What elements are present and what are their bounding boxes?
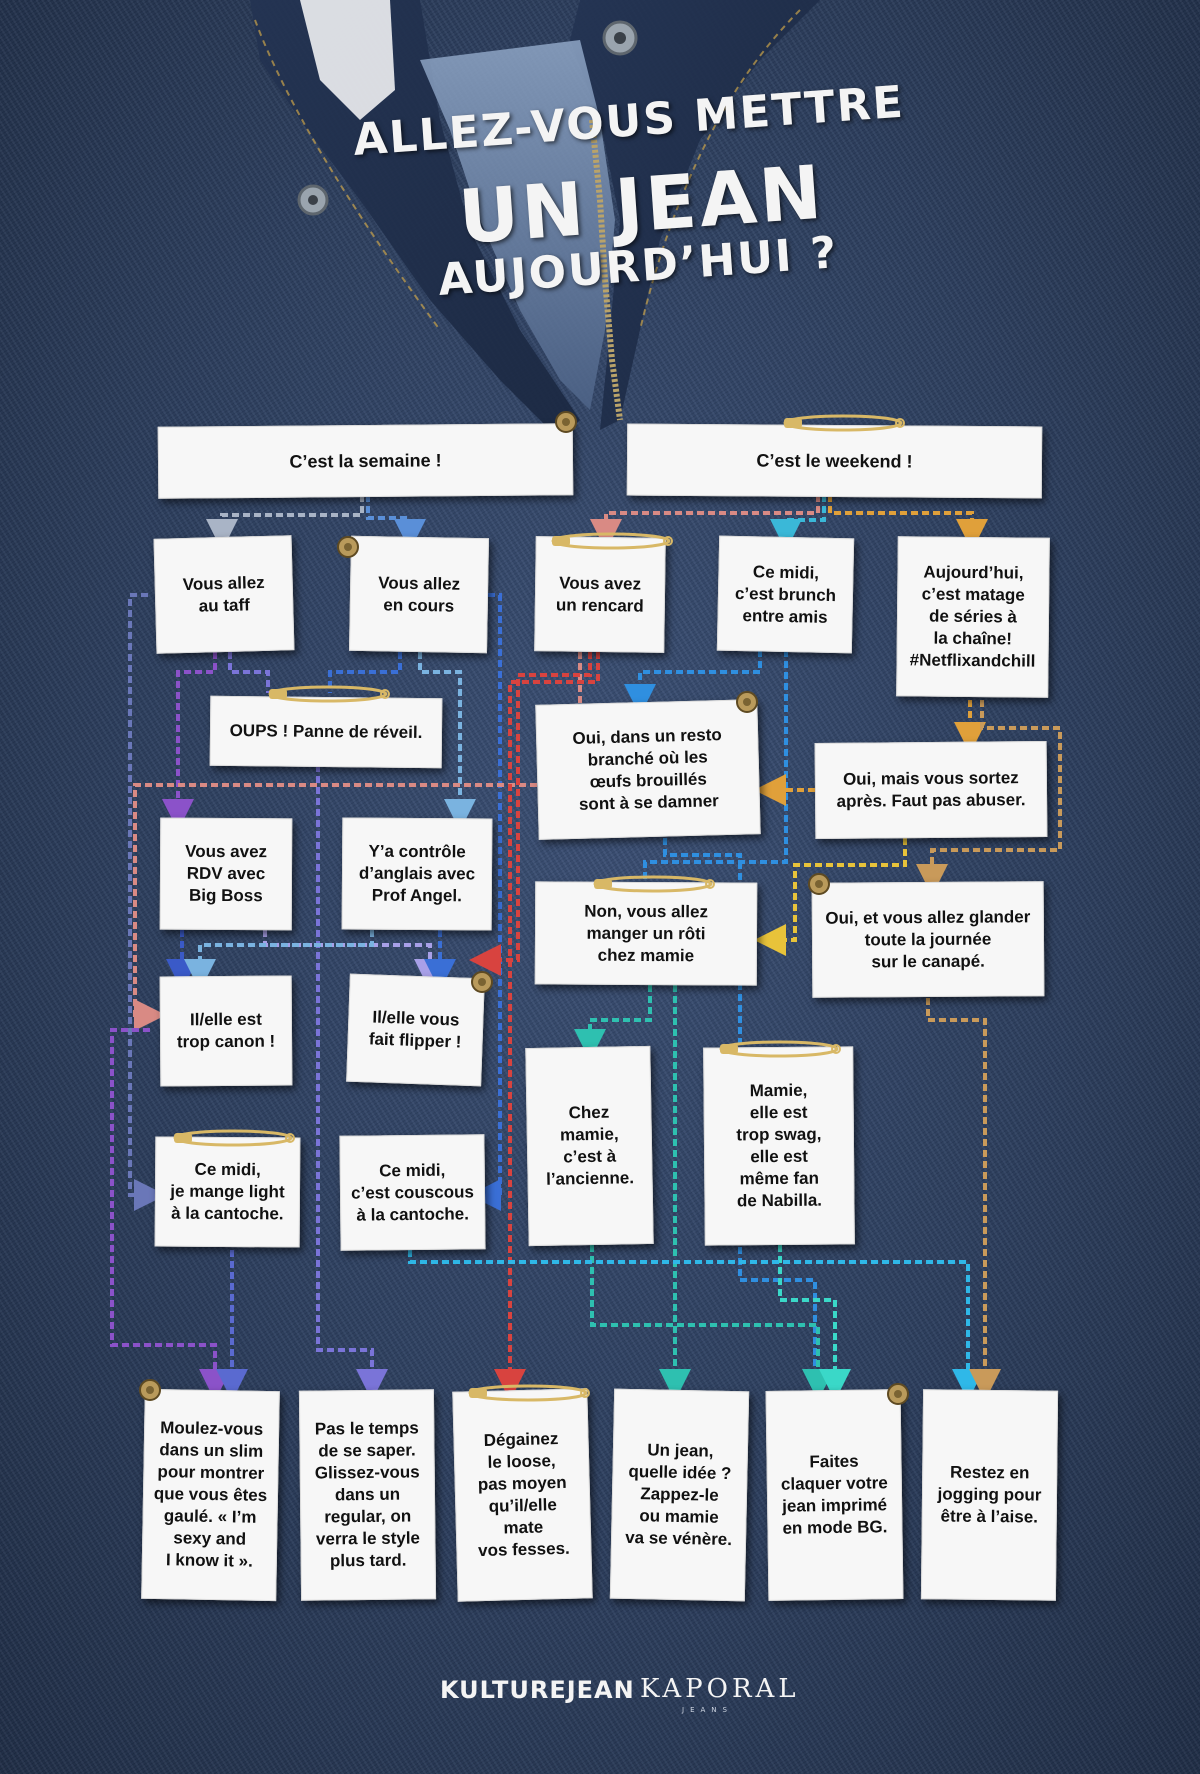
rivet-icon [555,411,577,433]
note-ancienne-text: Chez mamie, c’est à l’ancienne. [545,1102,635,1189]
outcome-loose-text: Dégainez le loose, pas moyen qu’il/elle … [477,1429,571,1561]
note-swag: Mamie, elle est trop swag, elle est même… [703,1046,855,1246]
kaporal-logo-subtitle: JEANS [682,1706,733,1714]
note-ancienne: Chez mamie, c’est à l’ancienne. [525,1045,654,1247]
connector-rencard-loose [494,652,600,1401]
note-brunch: Ce midi, c’est brunch entre amis [716,535,855,654]
note-controle-text: Y’a contrôle d’anglais avec Prof Angel. [358,841,476,906]
note-roti-text: Non, vous allez manger un rôti chez mami… [584,901,709,965]
note-brunch-text: Ce midi, c’est brunch entre amis [734,561,837,627]
connector-cours-panne [328,652,402,693]
outcome-regular: Pas le temps de se saper. Glissez-vous d… [298,1389,437,1601]
safety-pin-icon [468,1384,590,1402]
note-taff-text: Vous allez au taff [182,572,265,616]
note-couscous-text: Ce midi, c’est couscous à la cantoche. [350,1160,474,1225]
note-panne-text: OUPS ! Panne de réveil. [229,720,423,743]
note-canon-text: Il/elle est trop canon ! [176,1009,276,1052]
note-weekend: C’est le weekend ! [626,423,1043,499]
note-flipper-text: Il/elle vous fait flipper ! [368,1007,462,1052]
connector-series-glander [916,700,1062,896]
connector-panne-regular [316,765,388,1401]
note-rencard: Vous avez un rencard [534,536,666,653]
note-swag-text: Mamie, elle est trop swag, elle est même… [736,1080,823,1211]
outcome-zappez-text: Un jean, quelle idée ? Zappez-le ou mami… [624,1440,733,1550]
outcome-jogging-text: Restez en jogging pour être à l’aise. [937,1462,1042,1527]
outcome-jogging: Restez en jogging pour être à l’aise. [920,1389,1059,1601]
safety-pin-icon [593,875,715,893]
connector-ancienne-imprime [590,1245,834,1401]
rivet-icon [736,691,758,713]
connector-semaine-cours [366,495,426,551]
note-cours-text: Vous allez en cours [378,572,461,616]
connector-brunch-resto [624,650,762,716]
connector-weekend-rencard [590,495,820,551]
connector-brunch-roti [643,650,788,880]
outcome-regular-text: Pas le temps de se saper. Glissez-vous d… [314,1418,421,1571]
connector-taff-light [128,593,166,1211]
connector-weekend-brunch [770,495,826,551]
safety-pin-icon [173,1129,295,1147]
note-rdv-text: Vous avez RDV avec Big Boss [185,841,268,906]
note-series-text: Aujourd’hui, c’est matage de séries à la… [909,562,1036,671]
connector-glander-jogging [926,998,1001,1401]
kaporal-logo: KAPORAL [640,1674,800,1704]
connector-swag-imprime [778,1245,851,1401]
note-cours: Vous allez en cours [349,535,489,654]
note-rdv: Vous avez RDV avec Big Boss [159,817,293,931]
connector-taff-rdv [162,652,217,831]
note-resto-text: Oui, dans un resto branché où les œufs b… [572,724,722,814]
connector-couscous-jogging [408,1250,984,1401]
safety-pin-icon [719,1040,841,1058]
note-glander: Oui, et vous allez glander toute la jour… [811,881,1045,998]
connector-weekend-series [828,495,988,551]
connector-rdv-flipper [263,930,446,991]
rivet-icon [808,873,830,895]
outcome-slim: Moulez-vous dans un slim pour montrer qu… [141,1388,280,1602]
note-glander-text: Oui, et vous allez glander toute la jour… [825,906,1031,971]
note-semaine-text: C’est la semaine ! [289,450,442,472]
outcome-loose: Dégainez le loose, pas moyen qu’il/elle … [452,1388,593,1602]
outcome-imprime: Faites claquer votre jean imprimé en mod… [765,1389,904,1601]
note-sortez-text: Oui, mais vous sortez après. Faut pas ab… [836,768,1026,811]
rivet-icon [139,1379,161,1401]
outcome-zappez: Un jean, quelle idée ? Zappez-le ou mami… [609,1388,750,1602]
connector-sortez-roti [754,838,907,956]
outcome-imprime-text: Faites claquer votre jean imprimé en mod… [780,1451,888,1538]
rivet-icon [337,536,359,558]
kulturejean-logo: KULTUREJEAN [440,1676,635,1704]
note-series: Aujourd’hui, c’est matage de séries à la… [896,536,1050,698]
connector-semaine-taff [206,495,364,551]
note-flipper: Il/elle vous fait flipper ! [346,973,485,1087]
note-controle: Y’a contrôle d’anglais avec Prof Angel. [341,817,493,931]
outcome-slim-text: Moulez-vous dans un slim pour montrer qu… [153,1418,268,1571]
connector-resto-imprime [663,838,817,1385]
note-sortez: Oui, mais vous sortez après. Faut pas ab… [814,740,1048,840]
note-weekend-text: C’est le weekend ! [756,450,913,472]
connector-roti-ancienne [574,985,652,1061]
rivet-icon [471,971,493,993]
safety-pin-icon [551,532,673,550]
connector-rencard-flipper [469,652,592,976]
note-canon: Il/elle est trop canon ! [159,975,293,1087]
note-rencard-text: Vous avez un rencard [555,572,644,616]
note-light: Ce midi, je mange light à la cantoche. [154,1136,301,1248]
connector-taff-panne [228,652,270,693]
note-roti: Non, vous allez manger un rôti chez mami… [534,881,758,986]
connector-canon-slim [110,1028,231,1401]
connector-cours-couscous [469,593,502,1211]
safety-pin-icon [268,685,390,703]
note-panne: OUPS ! Panne de réveil. [209,695,443,769]
rivet-icon [887,1383,909,1405]
note-resto: Oui, dans un resto branché où les œufs b… [535,699,761,840]
note-couscous: Ce midi, c’est couscous à la cantoche. [339,1134,486,1251]
safety-pin-icon [783,414,905,432]
note-taff: Vous allez au taff [153,535,295,654]
note-semaine: C’est la semaine ! [157,423,574,499]
note-light-text: Ce midi, je mange light à la cantoche. [170,1159,285,1224]
connector-cours-controle [418,652,476,831]
connector-controle-canon [184,930,374,991]
